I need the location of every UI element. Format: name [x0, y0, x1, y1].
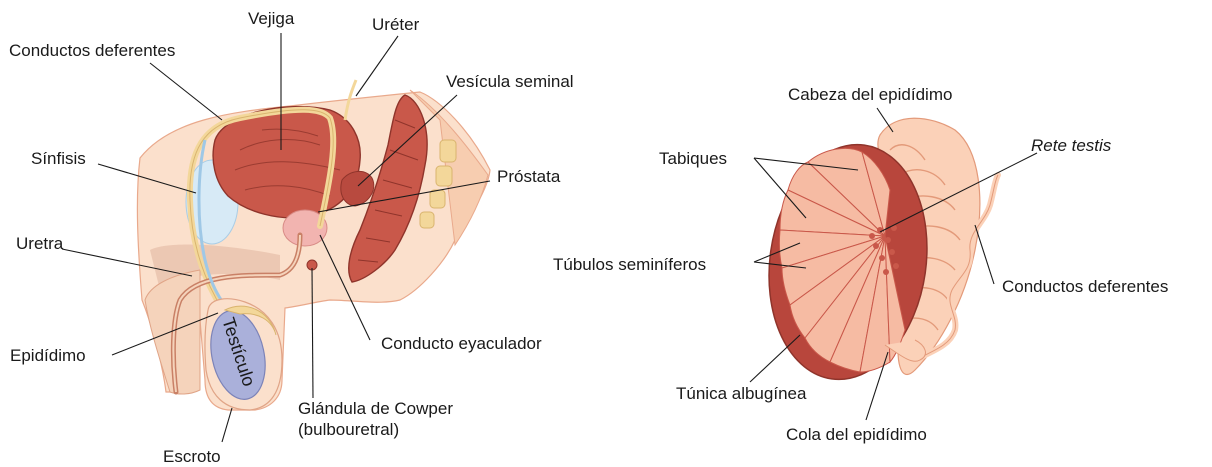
label-tabiques: Tabiques: [659, 149, 727, 168]
label-uretra: Uretra: [16, 234, 64, 253]
label-conductos-deferentes-left: Conductos deferentes: [9, 41, 175, 60]
label-tunica-albuginea: Túnica albugínea: [676, 384, 807, 403]
label-sinfisis: Sínfisis: [31, 149, 86, 168]
label-cabeza-epididimo: Cabeza del epidídimo: [788, 85, 952, 104]
label-conducto-eyaculador: Conducto eyaculador: [381, 334, 542, 353]
label-tubulos-seminiferos: Túbulos seminíferos: [553, 255, 706, 274]
label-vesicula-seminal: Vesícula seminal: [446, 72, 574, 91]
label-epididimo: Epidídimo: [10, 346, 86, 365]
label-prostata: Próstata: [497, 167, 561, 186]
label-ureter: Uréter: [372, 15, 420, 34]
pelvis-illustration: [137, 80, 490, 410]
label-rete-testis: Rete testis: [1031, 136, 1112, 155]
label-glandula-cowper: Glándula de Cowper: [298, 399, 453, 418]
label-cola-epididimo: Cola del epidídimo: [786, 425, 927, 444]
label-vejiga: Vejiga: [248, 9, 295, 28]
label-bulbouretral: (bulbouretral): [298, 420, 399, 439]
label-escroto: Escroto: [163, 447, 221, 466]
label-conductos-deferentes-right: Conductos deferentes: [1002, 277, 1168, 296]
testis-illustration: [754, 118, 998, 389]
